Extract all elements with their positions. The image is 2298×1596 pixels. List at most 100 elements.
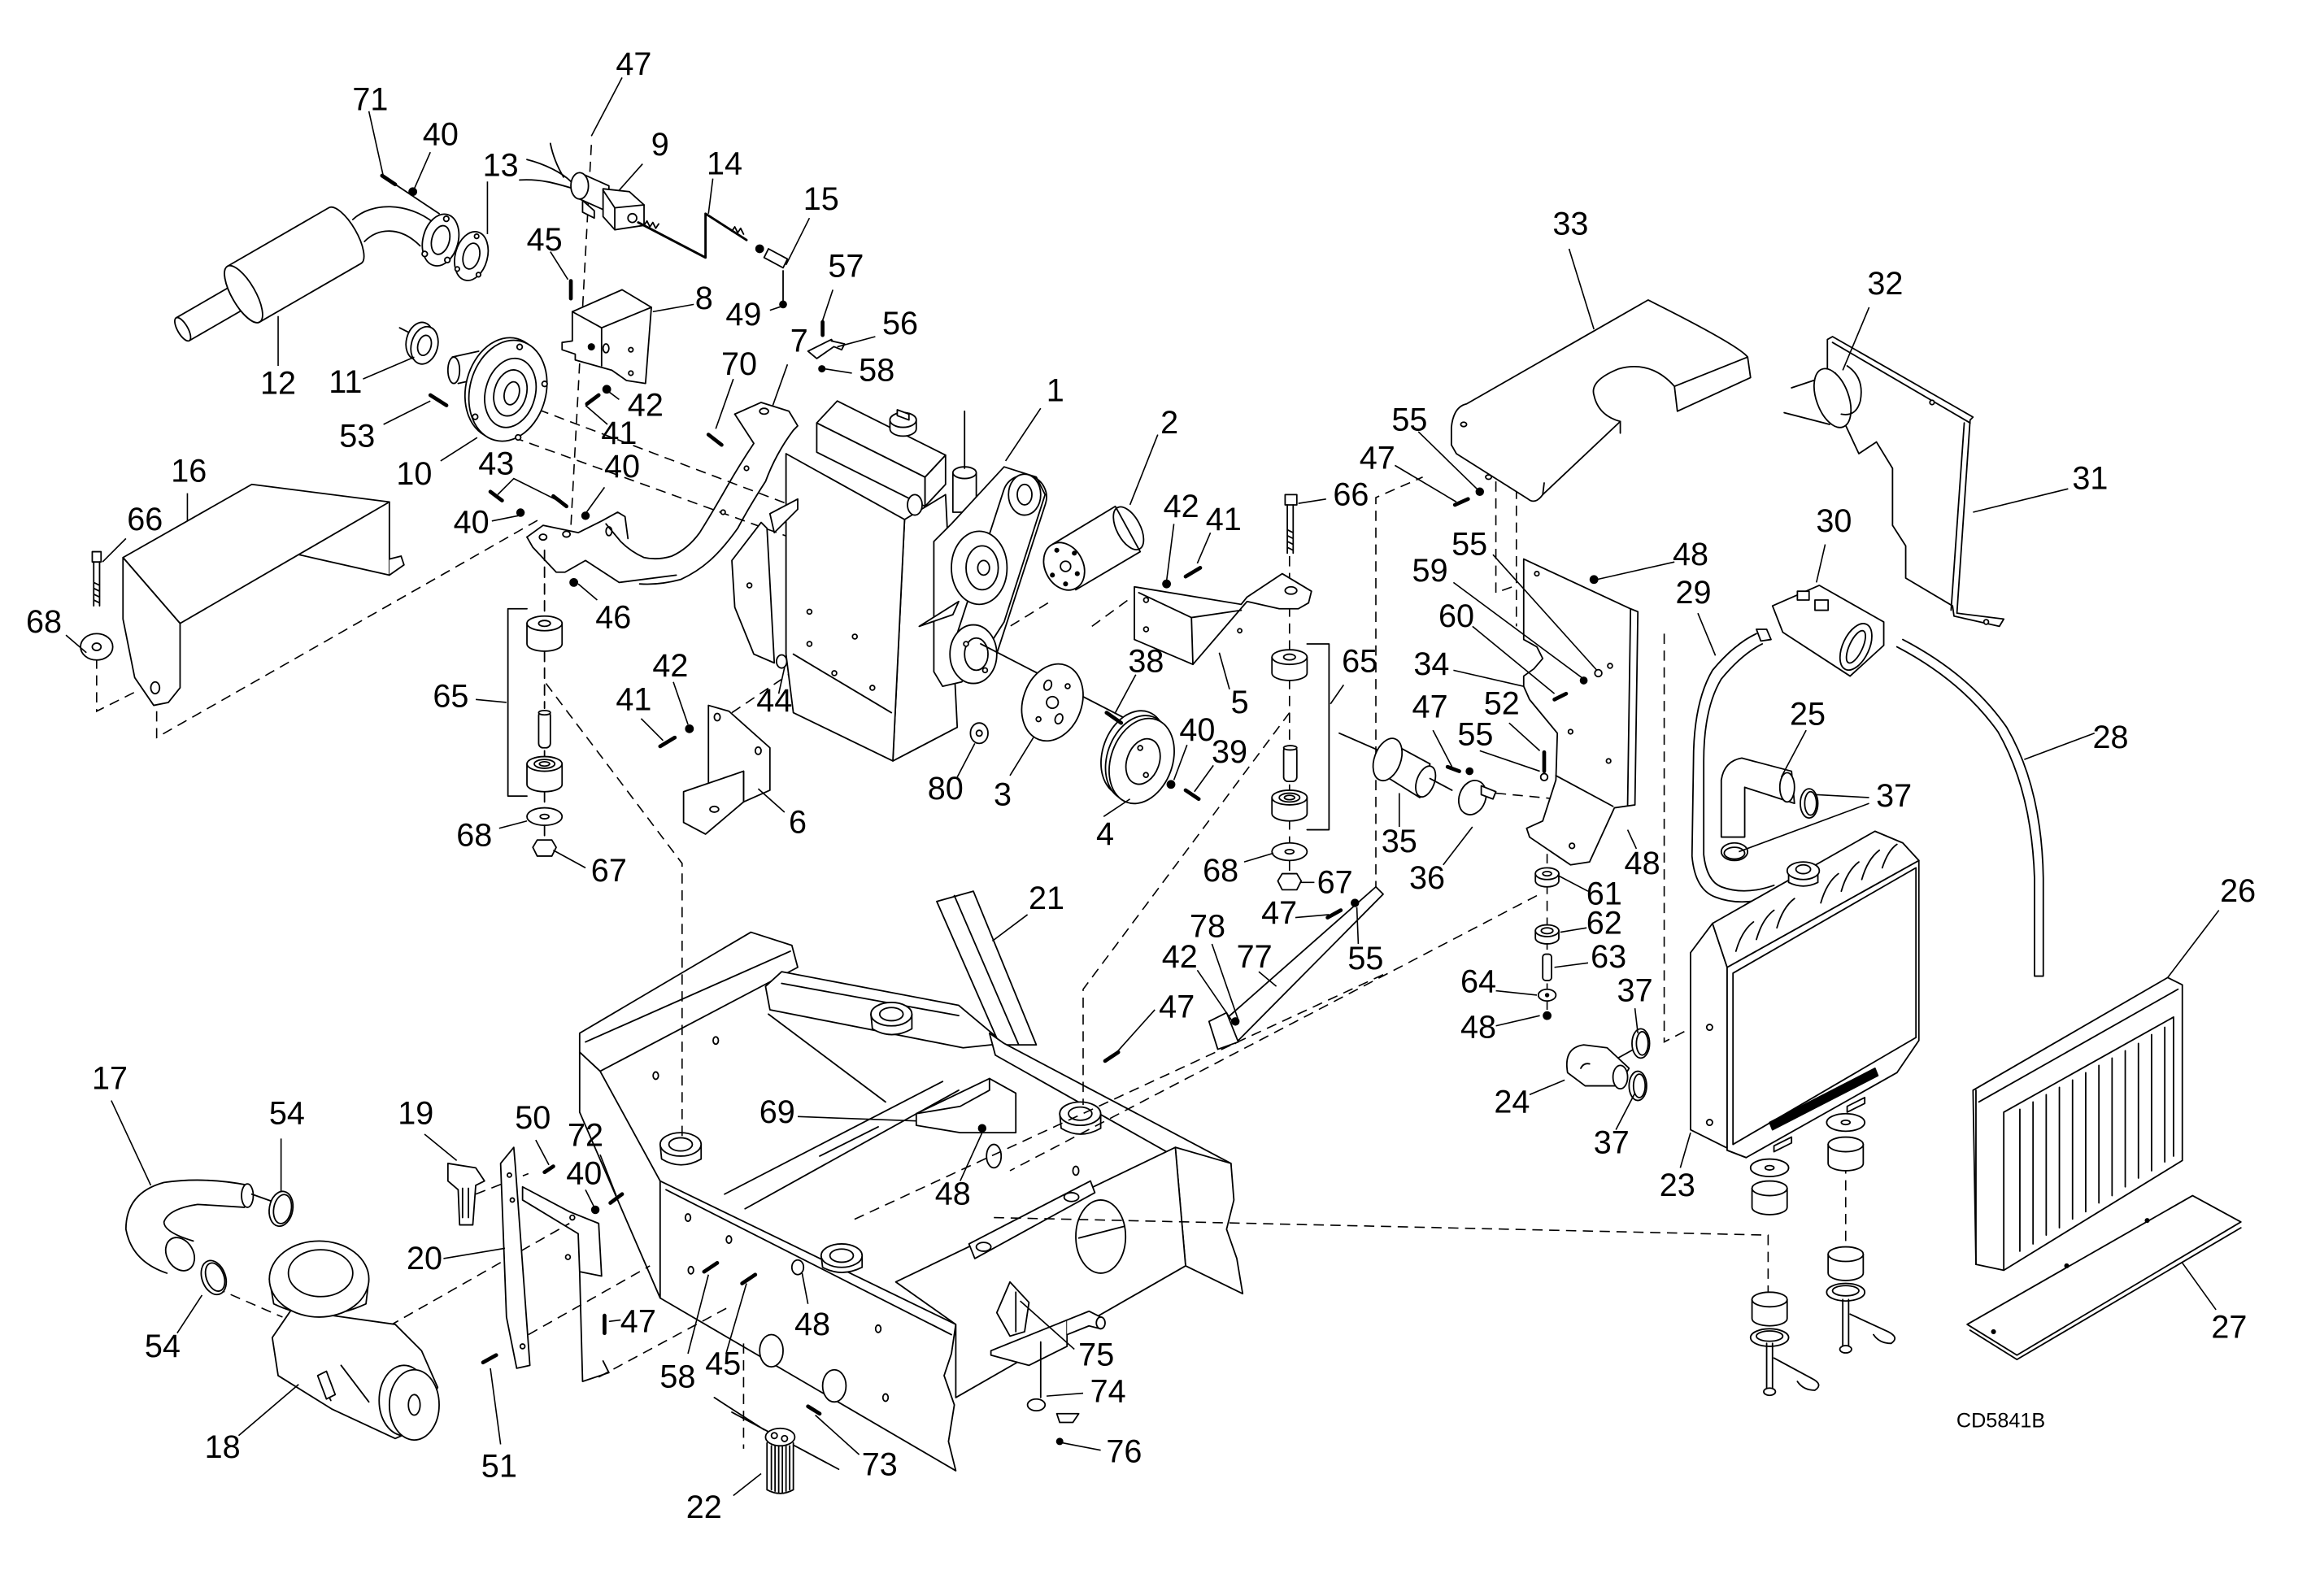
callout-label: 67 [591, 853, 627, 889]
nut-42 [685, 724, 694, 733]
bolt-66-shank [93, 561, 101, 607]
frame-upright-21 [936, 890, 1038, 1046]
isolator-rubber-top [1827, 1246, 1865, 1263]
bracket-5-body [1134, 572, 1312, 666]
tank-30-sensor [1814, 599, 1830, 611]
callout-label: 74 [1090, 1374, 1126, 1410]
washer-40 [1166, 780, 1176, 789]
solenoid-foot [581, 199, 595, 220]
isolator [1271, 789, 1308, 822]
bracket-20-hole [509, 1197, 516, 1203]
filter-22-port [770, 1432, 778, 1440]
bracket-31-hole [1982, 619, 1990, 625]
callout-label: 56 [882, 306, 918, 341]
callout-label: 6 [789, 805, 807, 841]
bracket-hole [713, 712, 721, 722]
bolt-66-head [1284, 494, 1298, 506]
grille-slats [2019, 1026, 2166, 1252]
callout-label: 21 [1029, 881, 1064, 916]
nut-48 [977, 1124, 987, 1133]
isolator-rubber-top [1751, 1291, 1788, 1308]
callout-label: 47 [620, 1303, 656, 1339]
callout-label: 50 [515, 1100, 551, 1136]
hose-25 [1720, 757, 1795, 838]
crank-hole [963, 641, 969, 647]
precleaner-dome [287, 1249, 354, 1298]
frame-hole [759, 1333, 784, 1368]
hose-17-outer [124, 1179, 250, 1274]
isolator-washer-hole [1840, 1119, 1852, 1126]
callout-label: 17 [92, 1061, 128, 1097]
fuel-tank-top [816, 400, 947, 478]
engine-1 [731, 400, 1047, 762]
hose-24-bend [1580, 1063, 1591, 1069]
gasket-13 [454, 231, 490, 281]
callout-label: 12 [260, 366, 296, 402]
radiator-core [1732, 867, 1917, 1146]
hose-axis [250, 1193, 273, 1202]
fuel-filter-22 [713, 1397, 840, 1494]
cover-hole [1460, 421, 1468, 428]
idler-pulley-hub [1016, 483, 1033, 506]
clevis-15 [763, 248, 789, 269]
nut [1607, 663, 1613, 669]
plate-27-hole [2144, 1218, 2150, 1224]
plate-27-body [1966, 1194, 2242, 1356]
callout-label: 48 [935, 1176, 971, 1212]
frame-hole [881, 1393, 890, 1402]
bolt-70 [706, 433, 724, 447]
mount-stack-radiator-bracket [1534, 867, 1560, 1020]
bracket-20-plate [521, 1185, 610, 1383]
shield-hole [150, 681, 161, 695]
engine-bolt-hole [806, 608, 813, 615]
frame-hole [652, 1071, 659, 1081]
callout-label: 34 [1413, 646, 1449, 682]
arm-inner [605, 413, 755, 560]
nut-40 [590, 1205, 600, 1215]
bolt-47 [1452, 497, 1470, 507]
pin [1055, 1412, 1080, 1424]
solenoid-end [570, 172, 590, 200]
mount-stack-right [1271, 494, 1330, 891]
engine-bolt-hole [831, 670, 838, 676]
callout-label: 40 [423, 117, 459, 153]
frame-upright-edge [953, 894, 1020, 1046]
shield-tab [388, 555, 405, 576]
callout-label: 3 [994, 776, 1012, 812]
arm-outer [638, 402, 799, 585]
callout-label: 60 [1438, 598, 1474, 634]
callout-label: 55 [1347, 941, 1383, 976]
frame-cross-strip [968, 1180, 1096, 1259]
callout-label: 28 [2093, 720, 2129, 755]
callout-label: 39 [1212, 734, 1247, 770]
muffler-inlet-pipe [351, 206, 434, 247]
callout-label: 36 [1409, 860, 1445, 896]
duct-32 [1783, 365, 1862, 428]
cover-33-body [1450, 299, 1752, 502]
hose-28 [1895, 638, 2044, 977]
callout-label: 41 [616, 681, 651, 717]
drive-assembly [969, 643, 1201, 805]
rear-bracket-bottom [526, 536, 677, 584]
nut-76 [1055, 1437, 1064, 1446]
bolt-45 [740, 1272, 758, 1285]
bolt-53 [428, 393, 449, 407]
frame-hole [986, 1143, 1003, 1169]
clamp-54-inner [272, 1194, 293, 1224]
heat-shield-16 [80, 483, 405, 707]
nut-42 [1162, 579, 1171, 589]
kit-bracket-65 [1306, 643, 1330, 831]
bracket-6 [658, 654, 788, 835]
fuel-cap-tab [896, 409, 910, 421]
callout-label: 76 [1106, 1434, 1142, 1470]
radiator-isolators [1749, 1112, 1896, 1397]
engine-bracket-7 [488, 402, 799, 587]
washer-55 [1465, 767, 1474, 776]
isolator-rubber-top [1827, 1136, 1865, 1153]
bracket-5-fold [1138, 592, 1243, 666]
bolt-50 [542, 1164, 555, 1175]
hose-25-end [1778, 772, 1795, 803]
callout-label: 42 [652, 648, 688, 684]
bracket-34-hole [1534, 570, 1540, 577]
filter-22-port [781, 1434, 789, 1442]
